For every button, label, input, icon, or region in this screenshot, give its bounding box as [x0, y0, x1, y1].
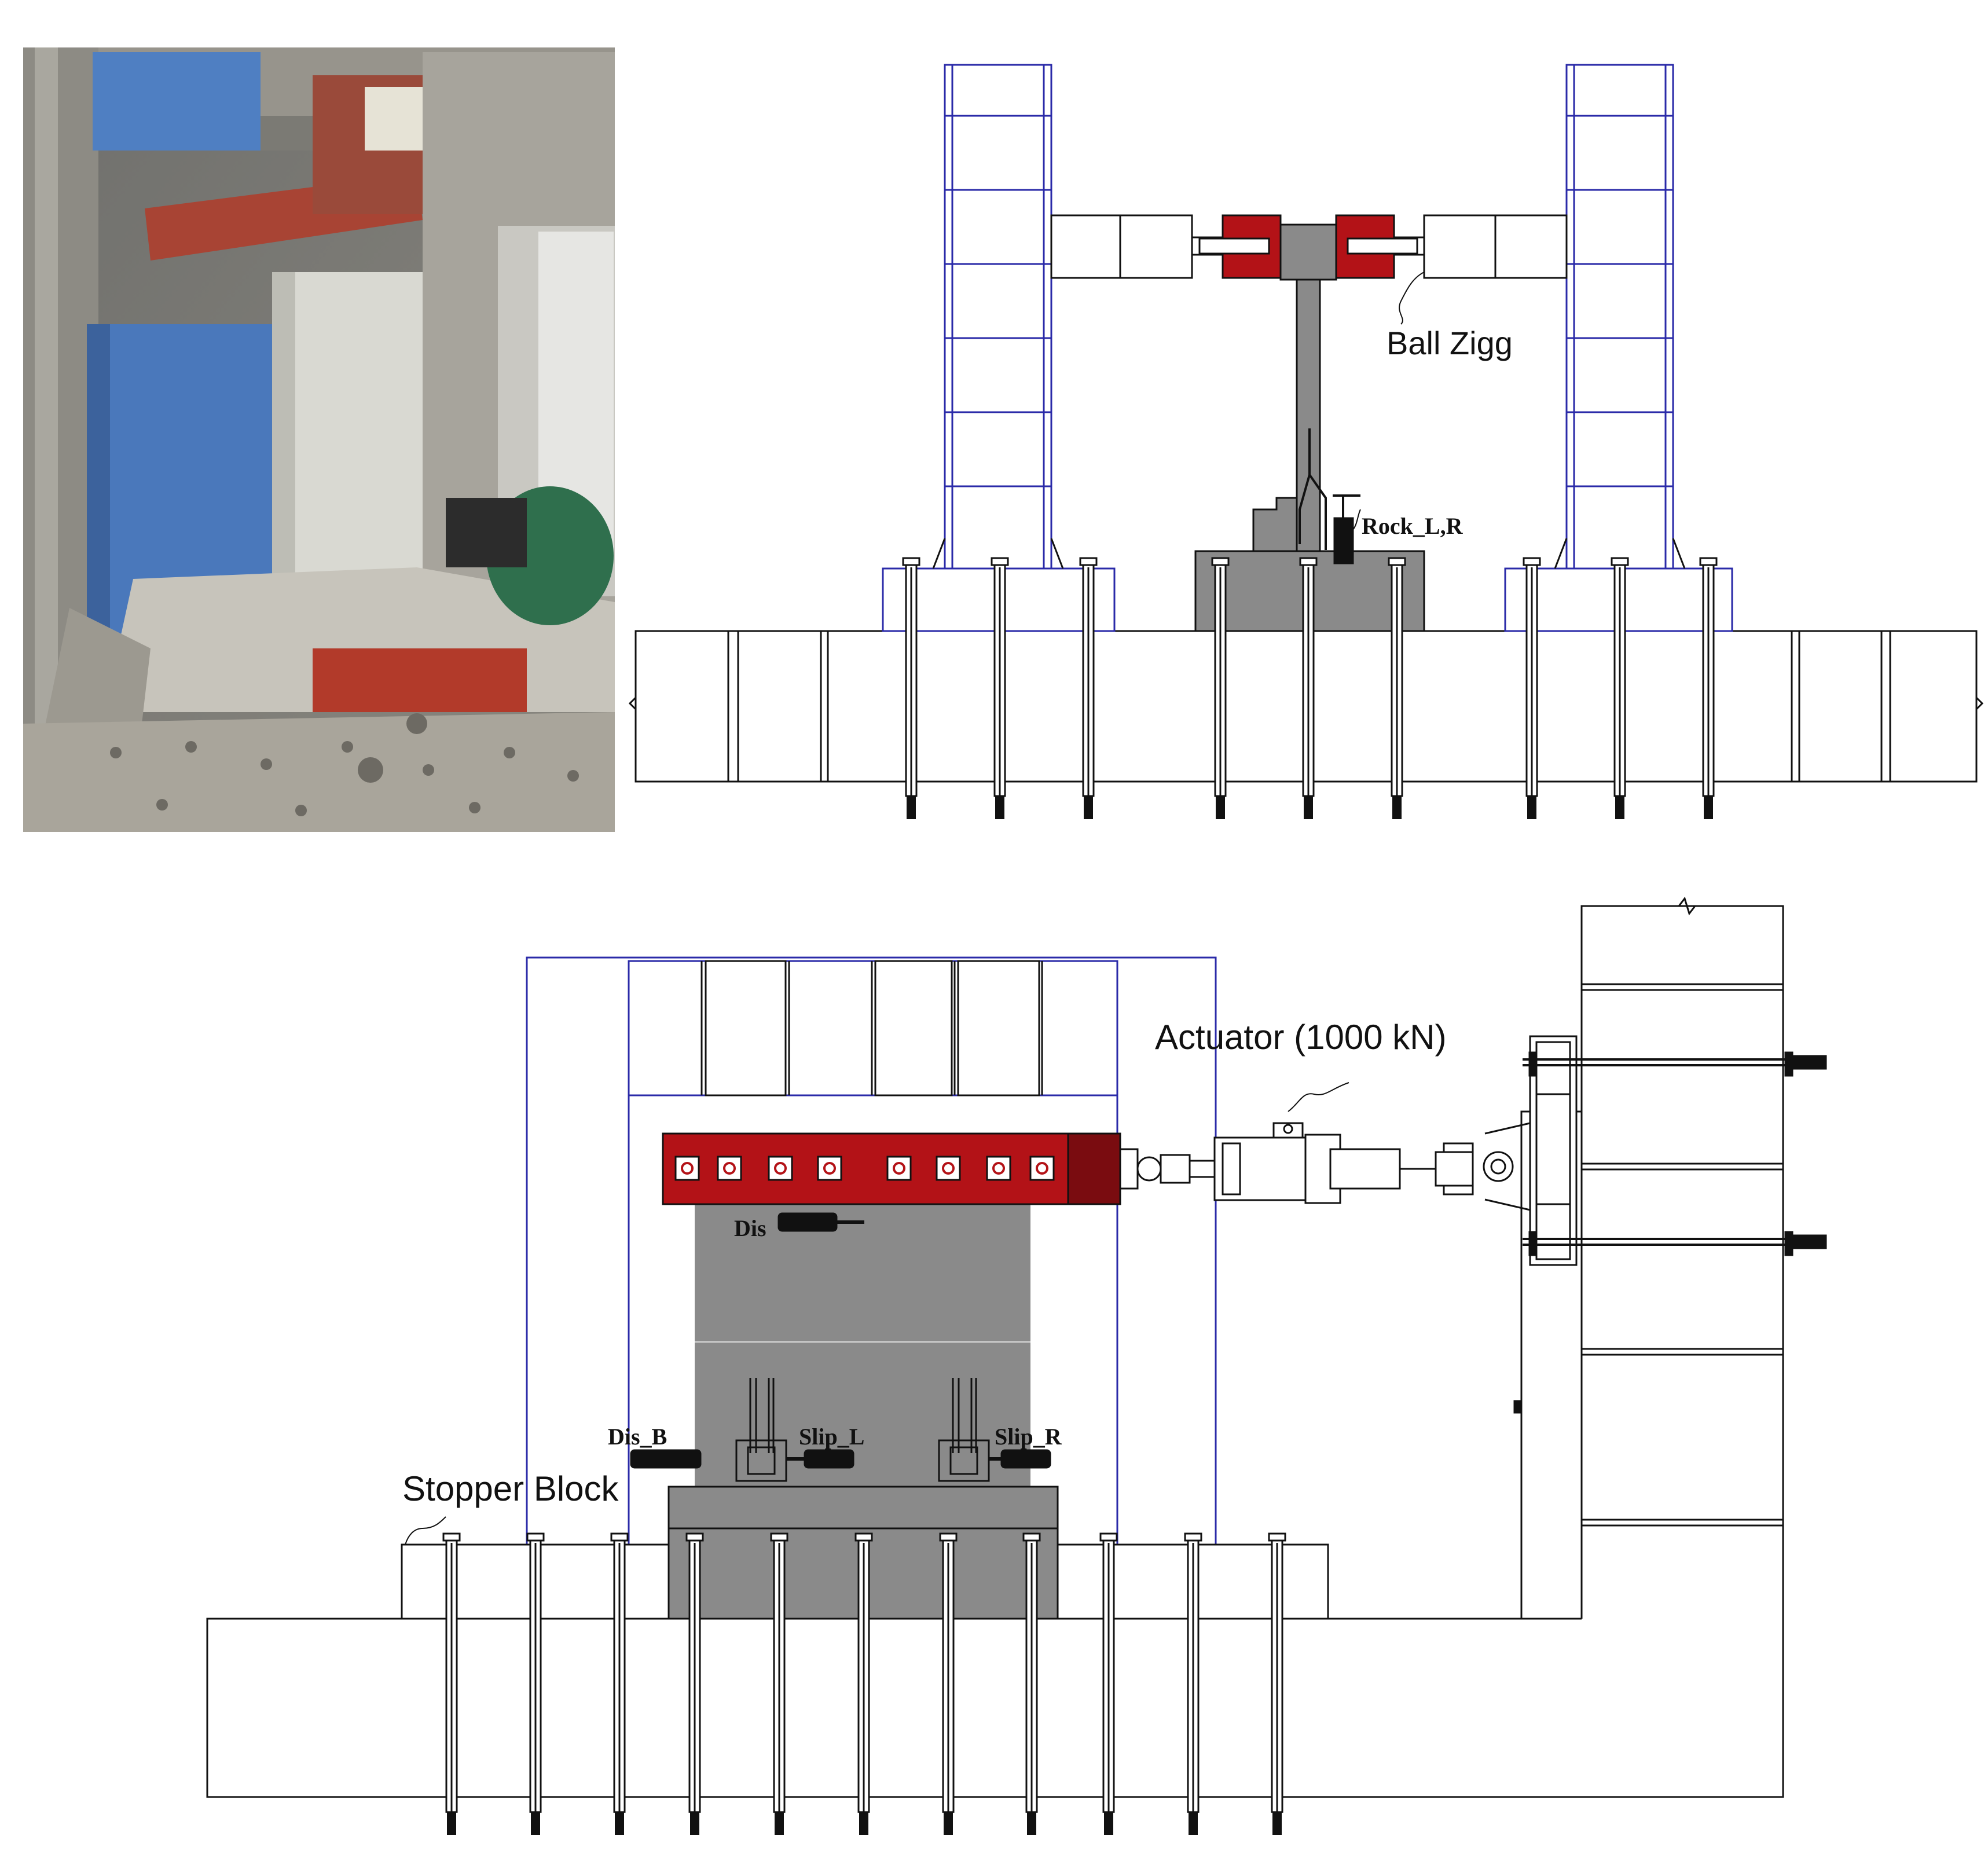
anchor-bolt: [1611, 557, 1629, 819]
beam-bolt-holes: [674, 1156, 1055, 1181]
anchor-bolt: [1022, 1532, 1041, 1835]
loading-frame: [526, 956, 1217, 1619]
label-slip-r: Slip_R: [995, 1424, 1062, 1450]
test-photo: [23, 47, 615, 832]
right-reaction-frame: [1504, 64, 1733, 632]
anchor-bolt: [902, 557, 920, 819]
anchor-bolt: [1099, 1532, 1118, 1835]
bolt-hole: [717, 1156, 742, 1181]
bolt-hole: [768, 1156, 793, 1181]
anchor-bolts-bottom: [442, 1532, 1286, 1835]
anchor-bolt: [1268, 1532, 1286, 1835]
label-stopper-block: Stopper Block: [402, 1469, 619, 1508]
label-ball-zigg: Ball Zigg: [1387, 325, 1513, 361]
bolt-hole: [986, 1156, 1011, 1181]
label-actuator: Actuator (1000 kN): [1155, 1018, 1447, 1057]
label-slip-l: Slip_L: [799, 1424, 864, 1450]
label-rock-lr: Rock_L,R: [1362, 513, 1464, 539]
anchor-bolt: [1699, 557, 1718, 819]
anchor-bolt: [1184, 1532, 1202, 1835]
anchor-bolt: [1299, 557, 1318, 819]
bolt-hole: [936, 1156, 961, 1181]
bolt-hole: [674, 1156, 700, 1181]
left-reaction-frame: [882, 64, 1116, 632]
anchor-bolt: [610, 1532, 629, 1835]
anchor-bolt: [770, 1532, 788, 1835]
anchor-bolts-top: [902, 557, 1718, 819]
front-view-drawing: [206, 896, 1827, 1798]
anchor-bolt: [1388, 557, 1406, 819]
anchor-bolt: [526, 1532, 545, 1835]
label-dis-b: Dis_B: [608, 1424, 667, 1450]
bolt-hole: [886, 1156, 912, 1181]
label-dis: Dis: [734, 1215, 766, 1241]
anchor-bolt: [854, 1532, 873, 1835]
anchor-bolt: [991, 557, 1009, 819]
bolt-hole: [1029, 1156, 1055, 1181]
anchor-bolt: [685, 1532, 704, 1835]
anchor-bolt: [1211, 557, 1230, 819]
actuator: [1119, 1035, 1578, 1266]
anchor-bolt: [1523, 557, 1541, 819]
bolt-hole: [817, 1156, 842, 1181]
anchor-bolt: [1079, 557, 1098, 819]
anchor-bolt: [939, 1532, 958, 1835]
anchor-bolt: [442, 1532, 461, 1835]
